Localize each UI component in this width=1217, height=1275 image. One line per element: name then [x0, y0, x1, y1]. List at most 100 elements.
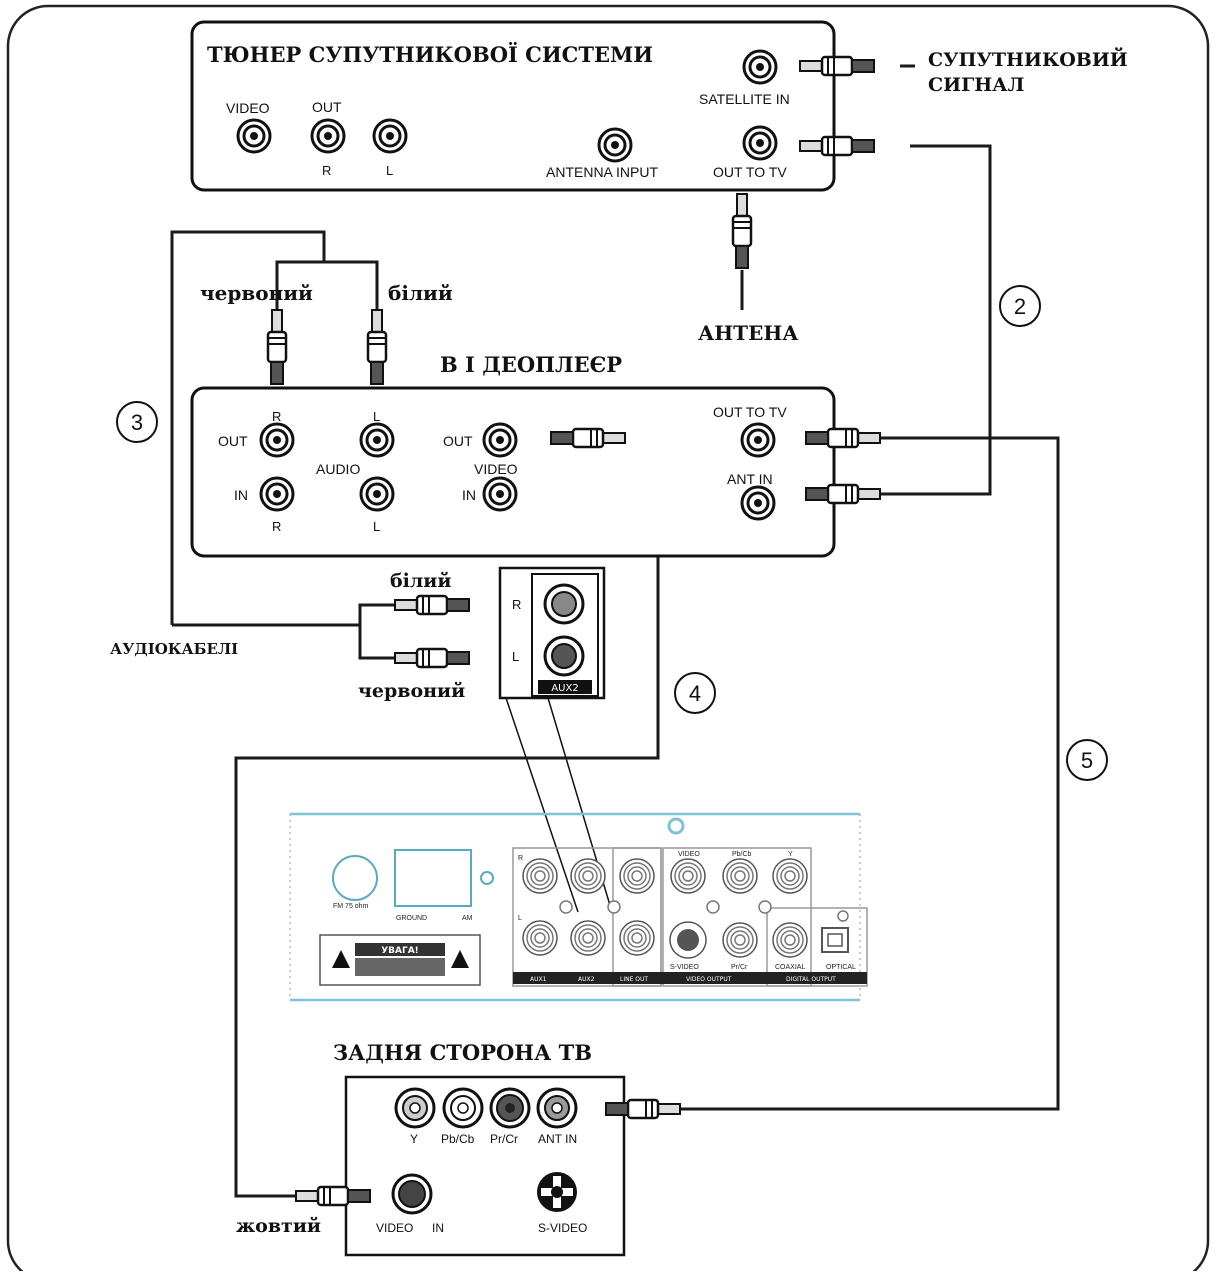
aux-panel-label: AUX2: [551, 683, 578, 694]
aux1-label: AUX1: [530, 976, 547, 983]
tuner-video-label: VIDEO: [226, 100, 270, 116]
fm-antenna-jack: [332, 855, 378, 901]
satellite-signal-line2: СИГНАЛ: [928, 74, 1024, 96]
tv-video-plug: [294, 1185, 372, 1207]
red-label-top: червоний: [200, 281, 313, 305]
optical-label: OPTICAL: [826, 964, 856, 971]
callout-3-text: 3: [131, 410, 143, 435]
tuner-out-label: OUT: [312, 99, 342, 115]
tuner-audio-r-jack: [310, 118, 346, 154]
callout-5: 5: [1066, 739, 1108, 781]
player-l-label: L: [518, 915, 522, 922]
tv-title: ЗАДНЯ СТОРОНА ТВ: [333, 1040, 592, 1065]
coaxial-out-jack: [772, 922, 808, 958]
callout-3: 3: [116, 401, 158, 443]
callout-5-text: 5: [1081, 748, 1093, 773]
tuner-out-to-tv-label: OUT TO TV: [713, 164, 787, 180]
vcr-ant-in-label: ANT IN: [727, 471, 773, 487]
white-label-top: білий: [388, 281, 453, 305]
vcr-title: В І ДЕОПЛЕЄР: [440, 352, 622, 377]
lineout-l-jack: [619, 858, 655, 894]
vcr-audio-in-r-jack: [259, 476, 295, 512]
antenna-plug: [731, 192, 753, 270]
tuner-antenna-input-label: ANTENNA INPUT: [546, 164, 658, 180]
white-aux-plug: [393, 594, 471, 616]
tuner-antenna-input-jack: [597, 127, 633, 163]
tuner-title: ТЮНЕР СУПУТНИКОВОЇ СИСТЕМИ: [207, 42, 653, 67]
tuner-satellite-in-label: SATELLITE IN: [699, 91, 790, 107]
vcr-audio-in-l-jack: [359, 476, 395, 512]
audio-cables-label: АУДІОКАБЕЛІ: [110, 640, 238, 658]
tuner-r-label: R: [322, 163, 331, 178]
vcr-video-label: VIDEO: [474, 461, 518, 477]
red-label-mid: червоний: [358, 680, 465, 702]
tv-svideo-jack: [537, 1172, 577, 1212]
tv-y-jack: [394, 1087, 436, 1129]
vcr-ant-in-jack: [740, 485, 776, 521]
callout-2-text: 2: [1014, 294, 1026, 319]
aux2-player-label: AUX2: [578, 976, 595, 983]
vcr-video-out-label: OUT: [443, 433, 473, 449]
satellite-tuner: ТЮНЕР СУПУТНИКОВОЇ СИСТЕМИ VIDEO OUT R L…: [190, 20, 836, 192]
tuner-satellite-in-jack: [742, 49, 778, 85]
player-rear-panel: FM 75 ohm GROUND AM УВАГА! R L VIDEO Pb/…: [289, 812, 868, 1002]
warning-text: УВАГА!: [381, 946, 419, 956]
player-r-label: R: [518, 855, 523, 862]
vcr-r-top: R: [272, 409, 281, 424]
tv-prcr-jack: [489, 1087, 531, 1129]
tuner-l-label: L: [386, 163, 393, 178]
vcr-audio-in-label: IN: [234, 487, 248, 503]
aux-l-label: L: [512, 649, 519, 664]
red-aux-plug: [393, 647, 471, 669]
tv-pbcb-label: Pb/Cb: [441, 1132, 475, 1146]
vcr-out-to-tv-label: OUT TO TV: [713, 404, 787, 420]
yellow-label: жовтий: [236, 1215, 321, 1237]
vcr: R L OUT AUDIO IN R L OUT VIDEO IN OUT TO…: [190, 386, 836, 558]
aux2-r-player-jack: [570, 858, 606, 894]
wires: [170, 64, 1060, 1198]
tuner-video-jack: [236, 118, 272, 154]
am-terminal: [394, 849, 472, 907]
ground-label: GROUND: [396, 915, 427, 922]
tuner-audio-l-jack: [372, 118, 408, 154]
player-video-label: VIDEO: [678, 851, 700, 858]
tv-rear: Y Pb/Cb Pr/Cr ANT IN VIDEO IN S-VIDEO: [344, 1075, 626, 1257]
video-out-jack: [670, 858, 706, 894]
satellite-signal-line1: СУПУТНИКОВИЙ: [928, 47, 1128, 71]
tv-svideo-label: S-VIDEO: [538, 1221, 587, 1235]
tv-ant-in-jack: [536, 1087, 578, 1129]
vcr-video-in-jack: [482, 476, 518, 512]
tv-video-in-jack: [391, 1173, 433, 1215]
vcr-audio-label: AUDIO: [316, 461, 360, 477]
svideo-label: S-VIDEO: [670, 964, 699, 971]
pbcb-out-jack: [722, 858, 758, 894]
tv-video-label: VIDEO: [376, 1221, 413, 1235]
callout-4: 4: [674, 672, 716, 714]
player-pbcb-label: Pb/Cb: [732, 851, 752, 858]
lineout-r-jack: [619, 920, 655, 956]
coaxial-label: COAXIAL: [775, 964, 805, 971]
aux1-l-jack: [522, 920, 558, 956]
line-out-label: LINE OUT: [620, 976, 648, 983]
white-label-mid: білий: [390, 570, 451, 592]
aux2-l-player-jack: [570, 920, 606, 956]
callout-4-text: 4: [689, 681, 701, 706]
prcr-out-jack: [722, 922, 758, 958]
vcr-audio-out-l-jack: [359, 422, 395, 458]
aux1-r-jack: [522, 858, 558, 894]
tv-prcr-label: Pr/Cr: [490, 1132, 518, 1146]
outer-frame: [6, 4, 1210, 1275]
vcr-r-bottom: R: [272, 519, 281, 534]
vcr-video-out-jack: [482, 422, 518, 458]
aux-r-label: R: [512, 597, 521, 612]
tuner-out-to-tv-jack: [742, 125, 778, 161]
am-label: AM: [462, 915, 473, 922]
vcr-video-in-label: IN: [462, 487, 476, 503]
aux2-callout: R L AUX2: [498, 566, 613, 913]
fm-label: FM 75 ohm: [333, 903, 369, 910]
vcr-ant-in-plug: [804, 483, 882, 505]
y-out-jack: [772, 858, 808, 894]
red-audio-plug: [266, 308, 288, 386]
tv-pbcb-jack: [442, 1087, 484, 1129]
player-y-label: Y: [788, 851, 793, 858]
